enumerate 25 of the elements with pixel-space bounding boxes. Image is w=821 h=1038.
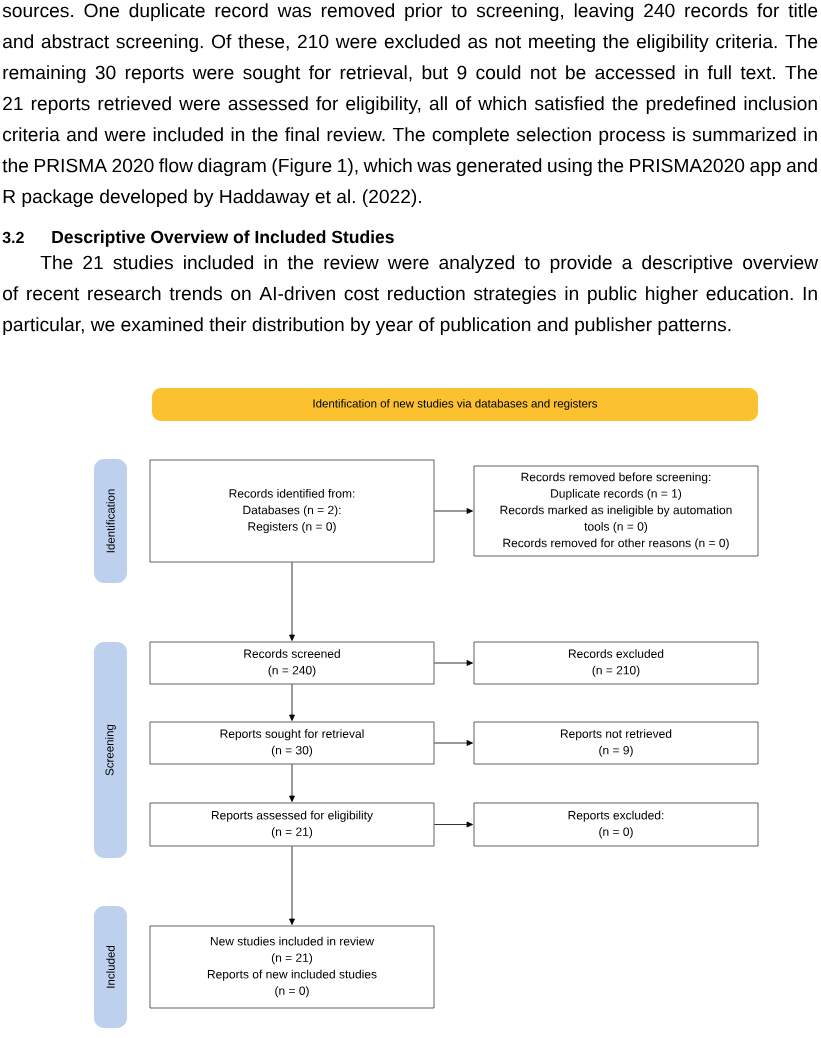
- body-paragraph: The 21 studies included in the review were analyzed to provide a descriptive overview of recent research trends on AI-driven cost reduction strategies in public higher education. In particular, we examined their distribution by year of publication and publisher patterns.: [3, 255, 819, 336]
- process-box: Reports sought for retrieval (n = 30): [149, 721, 435, 765]
- phase-band: Screening: [94, 642, 127, 858]
- process-box: Records excluded (n = 210): [473, 641, 759, 685]
- arrow: [434, 821, 473, 828]
- process-box: New studies included in review (n = 21) Reports of new included studies (n = 0): [149, 925, 435, 1009]
- process-box: Records identified from: Databases (n = 2): Registers (n = 0): [149, 459, 435, 563]
- section-heading: Descriptive Overview of Included Studies: [52, 230, 394, 247]
- section-banner: Identification of new studies via databases and registers: [152, 388, 758, 421]
- arrow: [434, 508, 473, 514]
- arrow: [289, 562, 295, 641]
- process-box: Reports not retrieved (n = 9): [473, 721, 759, 765]
- body-paragraph: sources. One duplicate record was removed prior to screening, leaving 240 records for title and abstract screening. Of these, 210 were excluded as not meeting the eligibility criteria. The remaining 30 reports were sought for retrieval, but 9 could not be accessed in full text. The 21 reports retrieved were assessed for eligibility, all of which satisfied the predefined inclusion criteria and were included in the final review. The complete selection process is summarized in the PRISMA 2020 flow diagram (Figure 1), which was generated using the PRISMA2020 app and R package developed by Haddaway et al. (2022).: [2, 3, 818, 208]
- arrow: [289, 846, 295, 925]
- process-box: Records removed before screening: Duplicate records (n = 1) Records marked as ineligible by automation tools (n = 0) Records removed for other reasons (n = 0): [473, 465, 759, 557]
- process-box: Reports assessed for eligibility (n = 21): [149, 802, 435, 847]
- arrow: [289, 684, 295, 721]
- section-number: 3.2: [2, 231, 24, 244]
- phase-band: Identification: [94, 459, 127, 583]
- phase-band: Included: [94, 906, 127, 1028]
- process-box: Reports excluded: (n = 0): [473, 802, 759, 847]
- process-box: Records screened (n = 240): [149, 641, 435, 685]
- arrow: [289, 764, 295, 802]
- arrow: [434, 660, 473, 666]
- arrow: [434, 740, 473, 746]
